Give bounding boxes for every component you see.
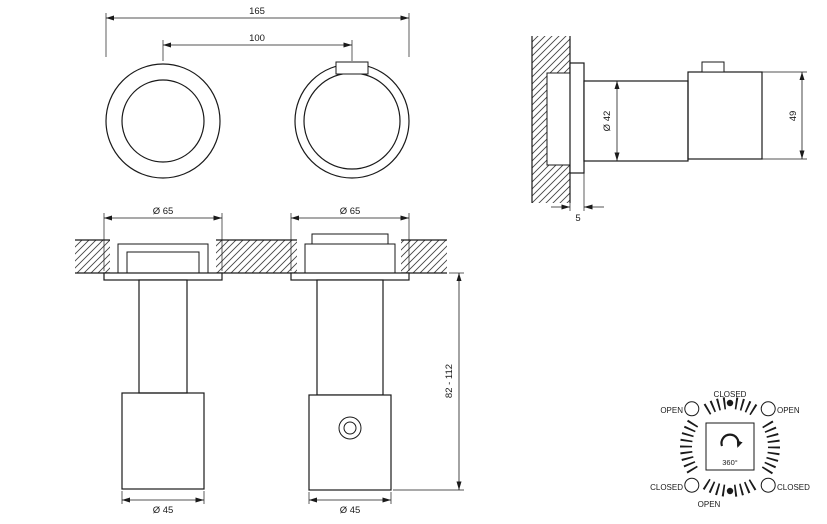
dim-total-width-label: 165 (249, 6, 265, 17)
right-knob-tab (335, 61, 369, 75)
right-handle (308, 394, 392, 491)
front-view: 165 100 (105, 6, 410, 179)
rotation-tick-ring (680, 397, 780, 497)
left-stem (138, 279, 188, 394)
left-knurled-handle (121, 392, 205, 490)
dim-center-distance: 100 (162, 33, 353, 61)
position-circle-sw (684, 477, 700, 493)
left-fixture-section (103, 243, 223, 490)
dim-left-flange-label: Ø 65 (153, 206, 174, 217)
right-handle-button-inner (343, 421, 357, 435)
recessed-housing (546, 72, 571, 166)
rotation-label-top-left: OPEN (660, 406, 683, 415)
dim-installation-depth: 82 - 112 (393, 272, 464, 491)
rotation-angle-label: 360° (722, 458, 738, 467)
dim-total-width: 165 (105, 6, 410, 57)
dim-flange-offset-label: 5 (575, 213, 580, 224)
left-recess-inner (126, 251, 200, 274)
position-dot-top (726, 399, 734, 407)
rotation-diagram: 360° CLOSED OPEN OPEN CLOSED CLOSED OPEN (650, 390, 810, 509)
dim-left-handle: Ø 45 (121, 491, 205, 516)
right-cartridge-back (311, 233, 389, 245)
rotation-label-top-right: OPEN (777, 406, 800, 415)
dim-right-flange: Ø 65 (290, 206, 410, 271)
left-knob-inner (121, 79, 205, 163)
right-escutcheon-plate (290, 272, 410, 281)
dim-left-flange: Ø 65 (103, 206, 223, 271)
rotation-label-top: CLOSED (714, 390, 747, 399)
escutcheon-flange (569, 62, 585, 174)
dim-center-distance-label: 100 (249, 33, 265, 44)
rotation-label-bottom-left: CLOSED (650, 483, 683, 492)
knob-tab (701, 61, 725, 73)
knurled-knob (687, 71, 763, 160)
dim-right-handle-label: Ø 45 (340, 505, 361, 516)
rotation-arrow-icon (720, 433, 743, 448)
section-view: Ø 65 Ø 65 Ø 45 Ø 45 82 - 112 (75, 206, 464, 516)
position-circle-nw (684, 401, 700, 417)
dim-right-flange-label: Ø 65 (340, 206, 361, 217)
rotation-label-bottom-right: CLOSED (777, 483, 810, 492)
position-circle-ne (760, 401, 776, 417)
valve-symbol-square (705, 422, 755, 471)
dim-body-diameter: Ø 42 (602, 81, 620, 161)
position-dot-bottom (726, 487, 734, 495)
dim-flange-offset: 5 (551, 173, 604, 224)
rotation-label-bottom: OPEN (698, 500, 721, 509)
dim-right-handle: Ø 45 (308, 492, 392, 516)
right-stem (316, 279, 384, 396)
dim-knob-length: 49 (762, 71, 807, 160)
left-escutcheon-plate (103, 272, 223, 281)
dim-left-handle-label: Ø 45 (153, 505, 174, 516)
valve-body (583, 80, 689, 162)
dim-knob-length-label: 49 (788, 111, 799, 122)
dim-installation-depth-label: 82 - 112 (444, 364, 455, 398)
side-view: Ø 42 49 5 (531, 36, 807, 224)
right-knob-outer (294, 63, 410, 179)
dim-body-diameter-label: Ø 42 (602, 111, 613, 132)
left-knob-outer (105, 63, 221, 179)
right-knob-inner (303, 72, 401, 170)
position-circle-se (760, 477, 776, 493)
right-recess (304, 243, 396, 274)
right-fixture-section (290, 233, 410, 491)
